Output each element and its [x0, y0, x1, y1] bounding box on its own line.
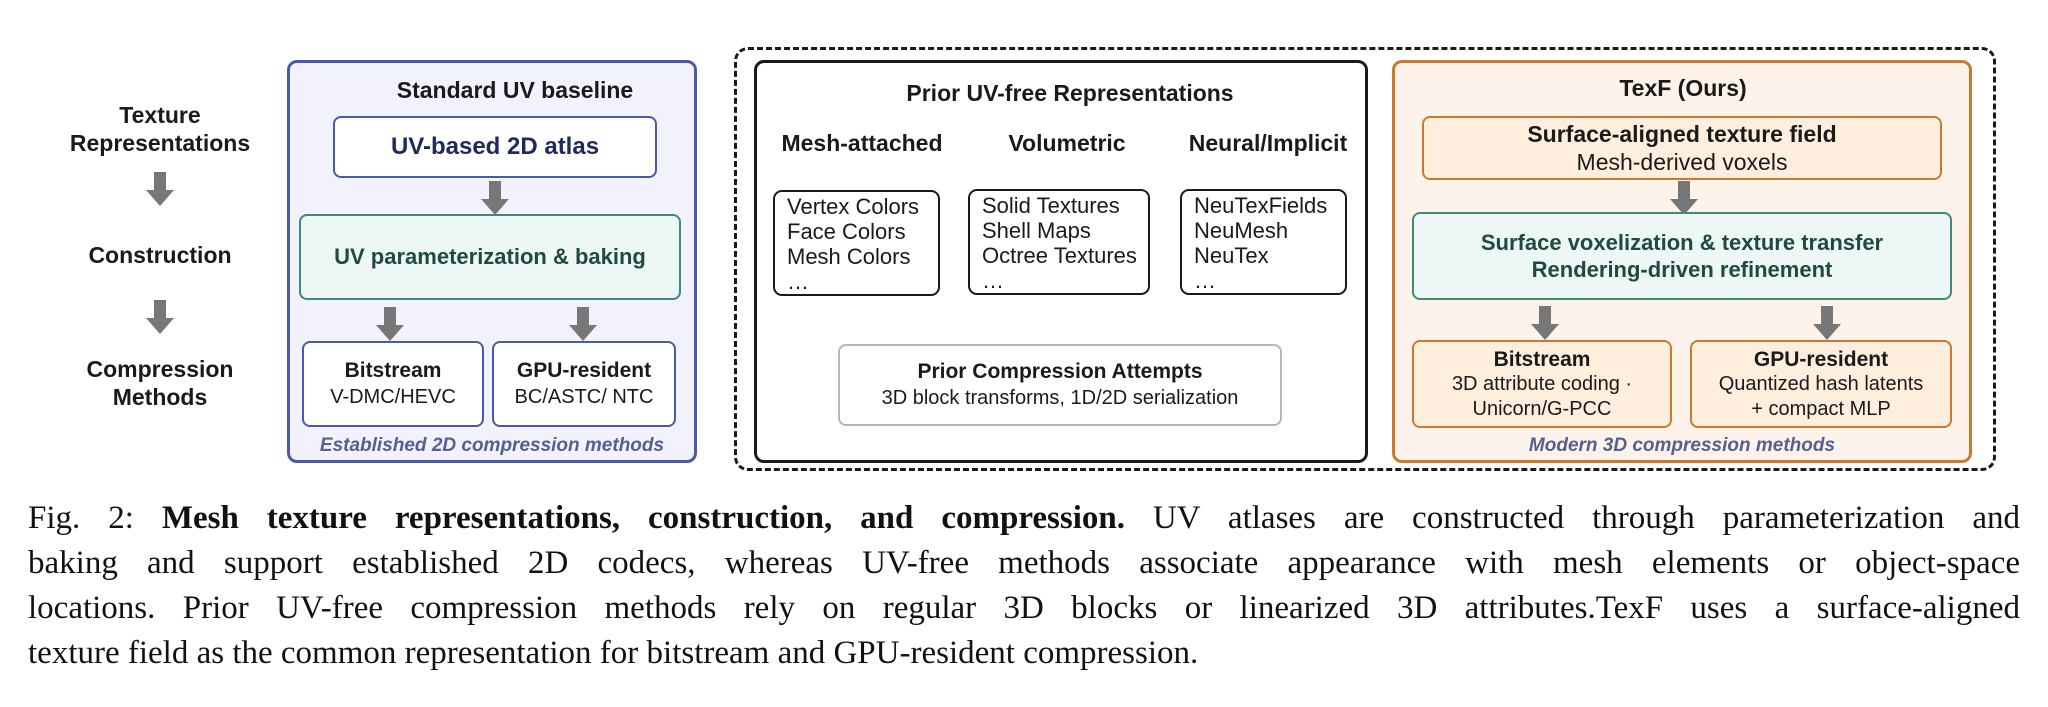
- arrow-down-icon: [1531, 306, 1559, 340]
- texf-bitstream-sub2: Unicorn/G-PCC: [1472, 397, 1612, 420]
- uv-gpu-sub: BC/ASTC/ NTC: [514, 386, 654, 408]
- caption-line1-rest: UV atlases are constructed through param…: [1124, 500, 2020, 536]
- prior-col-header-neural: Neural/Implicit: [1188, 129, 1348, 156]
- label-compression-line2: Methods: [112, 384, 208, 410]
- texf-voxel-line2: Rendering-driven refinement: [1531, 257, 1833, 282]
- label-texture-line1: Texture: [119, 102, 201, 128]
- list-item: Shell Maps: [982, 218, 1091, 243]
- texf-gpu-sub2: + compact MLP: [1751, 397, 1891, 420]
- uv-baseline-title: Standard UV baseline: [396, 76, 634, 103]
- texf-bitstream-title: Bitstream: [1493, 347, 1591, 371]
- list-item: Mesh Colors: [787, 244, 911, 269]
- figure-caption: Fig. 2: Mesh texture representations, co…: [28, 496, 2020, 676]
- caption-line-1: Fig. 2: Mesh texture representations, co…: [28, 496, 2020, 541]
- list-item: Vertex Colors: [787, 194, 920, 219]
- uv-bitstream-title: Bitstream: [344, 359, 442, 382]
- texf-gpu-sub1: Quantized hash latents: [1718, 372, 1924, 395]
- uv-bitstream-box: Bitstream V-DMC/HEVC: [302, 341, 484, 427]
- list-item: …: [1194, 268, 1216, 293]
- prior-compression-title: Prior Compression Attempts: [917, 360, 1203, 383]
- arrow-down-icon: [481, 181, 509, 215]
- prior-list-neural: NeuTexFields NeuMesh NeuTex …: [1180, 189, 1347, 295]
- caption-prefix: Fig. 2:: [28, 500, 162, 536]
- texf-title: TexF (Ours): [1619, 74, 1747, 101]
- uv-gpu-box: GPU-resident BC/ASTC/ NTC: [492, 341, 676, 427]
- prior-compression-sub: 3D block transforms, 1D/2D serialization: [881, 387, 1239, 409]
- label-texture-line2: Representations: [69, 130, 251, 156]
- uv-param-box: UV parameterization & baking: [299, 214, 681, 300]
- list-item: Face Colors: [787, 219, 906, 244]
- list-item: NeuMesh: [1194, 218, 1289, 243]
- texf-bitstream-box: Bitstream 3D attribute coding · Unicorn/…: [1412, 340, 1672, 428]
- caption-line-3: locations. Prior UV-free compression met…: [28, 590, 2020, 626]
- prior-uv-free-title: Prior UV-free Representations: [906, 79, 1234, 106]
- label-compression-line1: Compression: [86, 356, 234, 382]
- texf-gpu-box: GPU-resident Quantized hash latents + co…: [1690, 340, 1952, 428]
- label-compression-methods: Compression Methods: [50, 354, 270, 412]
- list-item: Solid Textures: [982, 193, 1120, 218]
- uv-footer-note: Established 2D compression methods: [319, 435, 665, 456]
- prior-list-mesh-attached: Vertex Colors Face Colors Mesh Colors …: [773, 190, 940, 296]
- arrow-down-icon: [146, 300, 174, 334]
- arrow-down-icon: [1813, 306, 1841, 340]
- caption-bold-title: Mesh texture representations, constructi…: [161, 500, 1125, 536]
- label-construction: Construction: [88, 242, 232, 268]
- prior-compression-box: Prior Compression Attempts 3D block tran…: [838, 344, 1282, 426]
- prior-list-volumetric: Solid Textures Shell Maps Octree Texture…: [968, 189, 1150, 295]
- arrow-down-icon: [569, 307, 597, 341]
- caption-line-2: baking and support established 2D codecs…: [28, 545, 2020, 581]
- prior-col-header-volumetric: Volumetric: [1008, 129, 1126, 156]
- arrow-down-icon: [146, 172, 174, 206]
- prior-col-header-mesh: Mesh-attached: [781, 129, 943, 156]
- list-item: …: [787, 269, 809, 294]
- uv-atlas-box: UV-based 2D atlas: [333, 116, 657, 178]
- list-item: Octree Textures: [982, 243, 1137, 268]
- label-texture-representations: Texture Representations: [50, 100, 270, 158]
- uv-gpu-title: GPU-resident: [516, 359, 652, 382]
- caption-line-4: texture field as the common representati…: [28, 635, 1199, 671]
- texf-gpu-title: GPU-resident: [1753, 347, 1889, 371]
- arrow-down-icon: [376, 307, 404, 341]
- texf-voxel-line1: Surface voxelization & texture transfer: [1480, 230, 1884, 255]
- texf-field-title: Surface-aligned texture field: [1527, 121, 1837, 147]
- uv-free-dashed-container: [734, 47, 1996, 471]
- list-item: …: [982, 268, 1004, 293]
- uv-bitstream-sub: V-DMC/HEVC: [330, 386, 456, 408]
- texf-voxel-box: Surface voxelization & texture transfer …: [1412, 212, 1952, 300]
- texf-field-sub: Mesh-derived voxels: [1576, 149, 1788, 175]
- texf-bitstream-sub1: 3D attribute coding ·: [1451, 372, 1633, 395]
- texf-field-box: Surface-aligned texture field Mesh-deriv…: [1422, 116, 1942, 180]
- list-item: NeuTexFields: [1194, 193, 1328, 218]
- list-item: NeuTex: [1194, 243, 1269, 268]
- arrow-down-icon: [1670, 181, 1698, 215]
- texf-footer-note: Modern 3D compression methods: [1528, 435, 1836, 456]
